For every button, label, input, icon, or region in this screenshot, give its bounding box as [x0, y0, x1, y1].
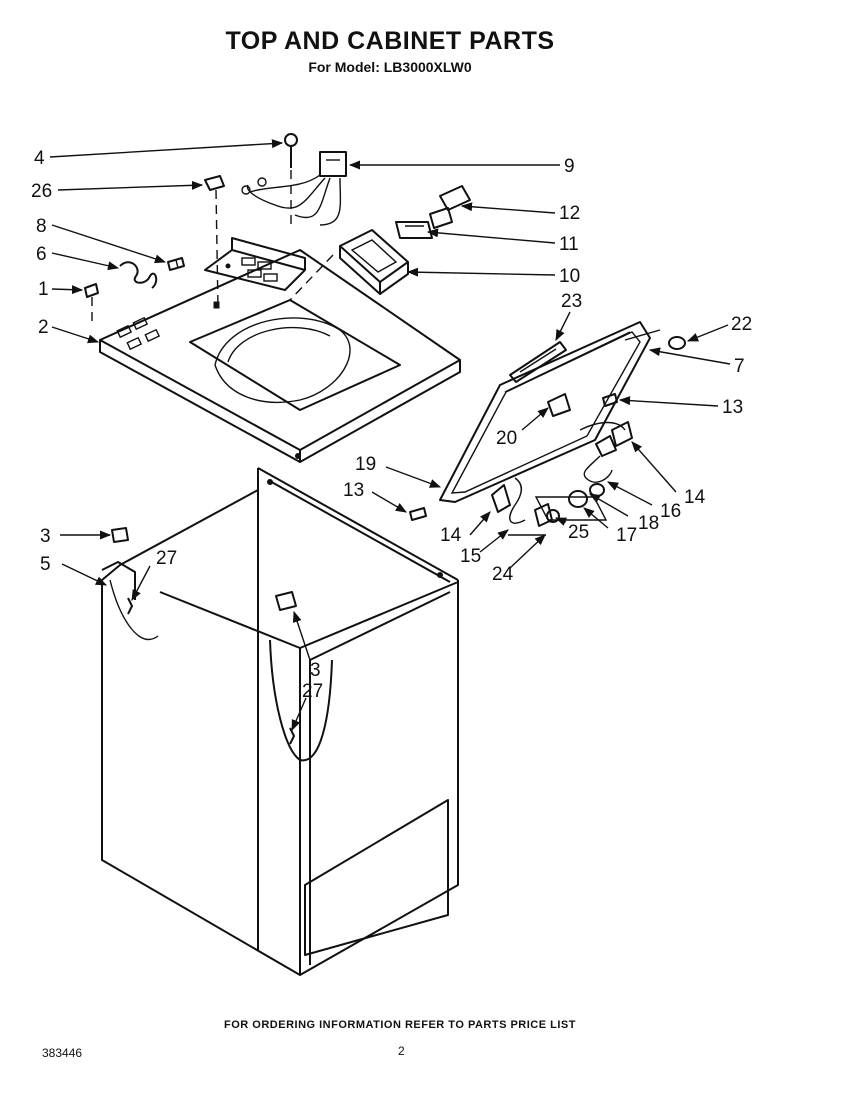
callout-23: 23 [561, 291, 582, 312]
cabinet [101, 467, 459, 976]
callout-13-left: 13 [343, 480, 364, 501]
callout-7: 7 [734, 356, 745, 377]
leader-lines [49, 139, 731, 732]
control-console [204, 237, 306, 291]
callout-15: 15 [460, 546, 481, 567]
model-subtitle: For Model: LB3000XLW0 [308, 59, 472, 75]
callout-19: 19 [355, 454, 376, 475]
callout-9: 9 [564, 156, 575, 177]
callout-2: 2 [38, 317, 49, 338]
callout-1: 1 [38, 279, 49, 300]
callout-17: 17 [616, 525, 637, 546]
callout-24: 24 [492, 564, 514, 585]
lid-switch-group [409, 393, 633, 536]
small-parts [84, 133, 471, 325]
callout-20: 20 [496, 428, 517, 449]
callout-3-right: 3 [310, 660, 321, 681]
callout-12: 12 [559, 203, 580, 224]
callout-18: 18 [638, 513, 659, 534]
callout-14-right: 14 [684, 487, 706, 508]
callout-6: 6 [36, 244, 47, 265]
page-number: 2 [398, 1044, 405, 1058]
callout-14-left: 14 [440, 525, 462, 546]
callout-4: 4 [34, 148, 45, 169]
callout-22: 22 [731, 314, 752, 335]
callout-labels: 4 26 8 6 1 2 9 12 11 10 23 22 7 13 20 19… [31, 148, 752, 702]
document-number: 383446 [42, 1046, 83, 1060]
callout-27-right: 27 [302, 681, 323, 702]
callout-11: 11 [559, 234, 579, 255]
page-title: TOP AND CABINET PARTS [225, 27, 555, 55]
lid-assembly [439, 321, 686, 503]
callout-5: 5 [40, 554, 51, 575]
callout-10: 10 [559, 266, 580, 287]
ordering-info-note: FOR ORDERING INFORMATION REFER TO PARTS … [224, 1019, 576, 1031]
callout-26: 26 [31, 181, 52, 202]
callout-25: 25 [568, 522, 589, 543]
callout-13-right: 13 [722, 397, 743, 418]
callout-8: 8 [36, 216, 47, 237]
callout-16: 16 [660, 501, 681, 522]
top-panel [99, 249, 461, 463]
callout-27-left: 27 [156, 548, 177, 569]
callout-3-left: 3 [40, 526, 51, 547]
